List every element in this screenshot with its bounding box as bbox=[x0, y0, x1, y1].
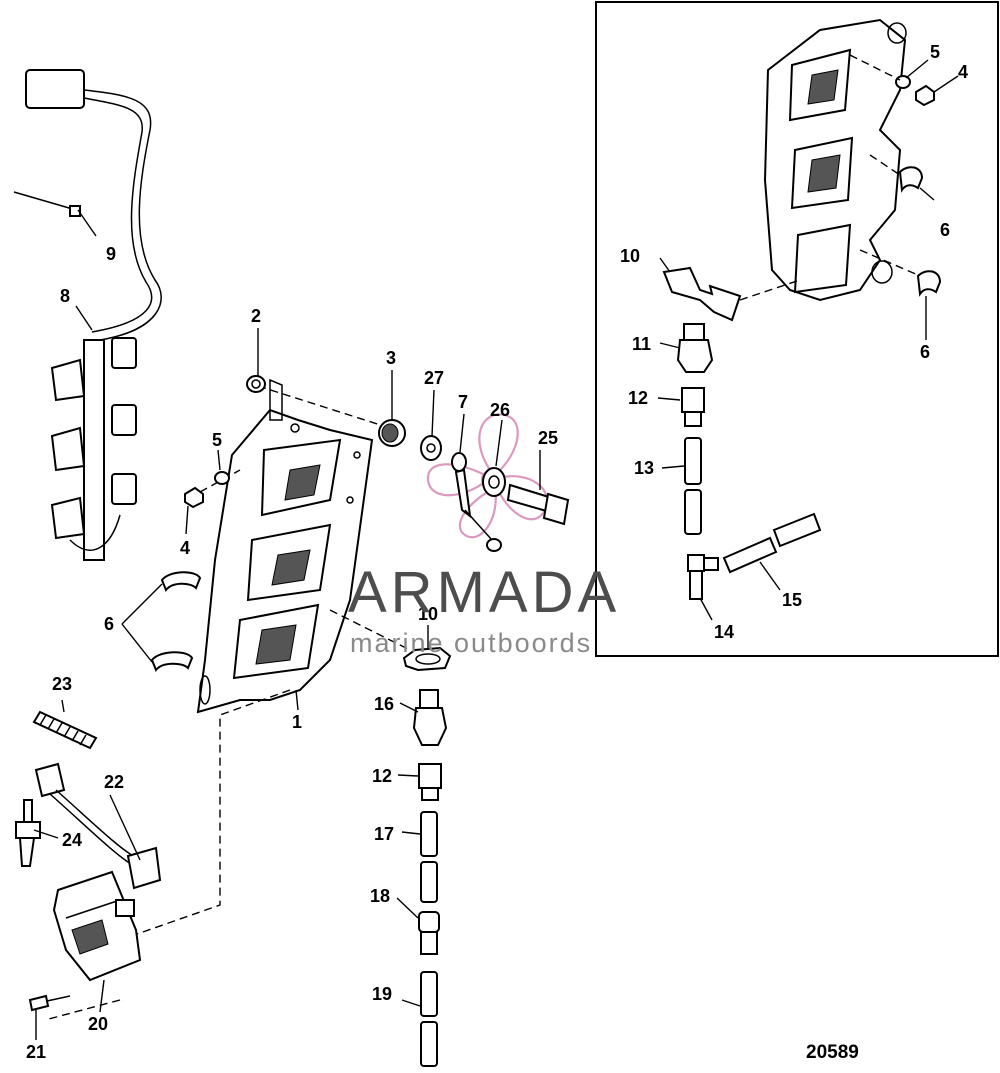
inset-callout-10: 10 bbox=[620, 246, 640, 266]
part-bolt-21 bbox=[28, 994, 71, 1012]
part-spark-plug-lead-22 bbox=[34, 762, 162, 890]
part-fitting-18 bbox=[418, 911, 440, 955]
callout-12: 12 bbox=[372, 766, 392, 786]
coil-mounting-plate bbox=[196, 378, 374, 714]
callout-17: 17 bbox=[374, 824, 394, 844]
callout-9: 9 bbox=[106, 244, 116, 264]
inset-callout-13: 13 bbox=[634, 458, 654, 478]
callout-20: 20 bbox=[88, 1014, 108, 1034]
inset-callout-6-upper: 6 bbox=[940, 220, 950, 240]
part-retainer-10 bbox=[402, 646, 452, 672]
inset-mounting-plate bbox=[763, 18, 907, 302]
callout-6: 6 bbox=[104, 614, 114, 634]
part-bolt-25 bbox=[506, 483, 570, 526]
callout-24: 24 bbox=[62, 830, 82, 850]
part-pressure-sensor-16 bbox=[412, 689, 448, 746]
callout-3: 3 bbox=[386, 348, 396, 368]
callout-10: 10 bbox=[418, 604, 438, 624]
part-washer-5 bbox=[214, 471, 230, 485]
callout-4: 4 bbox=[180, 538, 190, 558]
watermark-title: ARMADA bbox=[348, 560, 620, 625]
inset-callout-6-lower: 6 bbox=[920, 342, 930, 362]
part-clamp-6-upper bbox=[160, 571, 202, 593]
callout-5: 5 bbox=[212, 430, 222, 450]
callout-1: 1 bbox=[292, 712, 302, 732]
part-nut-4 bbox=[184, 486, 204, 509]
callout-26: 26 bbox=[490, 400, 510, 420]
inset-callout-4: 4 bbox=[958, 62, 968, 82]
part-spring-23 bbox=[32, 710, 98, 750]
part-fitting-12-main bbox=[418, 763, 442, 801]
inset-callout-5: 5 bbox=[930, 42, 940, 62]
inset-callout-11: 11 bbox=[632, 334, 651, 354]
callouts-inset: 5 4 6 6 10 11 12 13 14 15 bbox=[620, 42, 968, 642]
inset-nut-4 bbox=[915, 84, 935, 107]
callouts-main: 2 3 27 7 26 25 5 4 9 8 6 1 10 16 12 17 1… bbox=[26, 244, 558, 1062]
watermark-subtitle: marine outboords bbox=[350, 628, 592, 658]
watermark-propeller-logo bbox=[426, 413, 549, 539]
callout-25: 25 bbox=[538, 428, 558, 448]
inset-callout-12: 12 bbox=[628, 388, 648, 408]
part-hose-19 bbox=[420, 971, 438, 1067]
part-cable-tie-9 bbox=[13, 191, 81, 217]
part-washer-26 bbox=[482, 467, 506, 497]
inset-frame bbox=[595, 1, 999, 657]
inset-callout-14: 14 bbox=[714, 622, 734, 642]
callout-16: 16 bbox=[374, 694, 394, 714]
callout-8: 8 bbox=[60, 286, 70, 306]
callout-23: 23 bbox=[52, 674, 72, 694]
part-ignition-coil-20 bbox=[52, 870, 142, 982]
inset-washer-5 bbox=[895, 75, 911, 89]
callout-21: 21 bbox=[26, 1042, 46, 1062]
part-grommet-3 bbox=[378, 419, 406, 447]
inset-sensor-11 bbox=[676, 323, 714, 373]
part-hose-17 bbox=[420, 811, 438, 903]
part-ground-lead-7 bbox=[451, 452, 502, 552]
inset-hose-15 bbox=[722, 512, 822, 574]
inset-clamp-6-upper bbox=[898, 166, 924, 193]
callout-18: 18 bbox=[370, 886, 390, 906]
part-spark-plug-24 bbox=[15, 799, 41, 867]
figure-id: 20589 bbox=[806, 1042, 859, 1063]
callout-2: 2 bbox=[251, 306, 261, 326]
part-clamp-6-lower bbox=[150, 651, 194, 673]
inset-callout-15: 15 bbox=[782, 590, 802, 610]
inset-hose-13 bbox=[684, 437, 702, 535]
callout-22: 22 bbox=[104, 772, 124, 792]
part-wiring-harness-8 bbox=[25, 69, 162, 561]
callout-7: 7 bbox=[458, 392, 468, 412]
part-washer-27 bbox=[420, 435, 442, 461]
callout-27: 27 bbox=[424, 368, 444, 388]
inset-fitting-12 bbox=[681, 387, 705, 427]
leader-lines bbox=[33, 59, 959, 1040]
inset-clamp-6-lower bbox=[916, 270, 942, 297]
inset-retainer-10 bbox=[662, 266, 742, 322]
part-grommet-2 bbox=[246, 375, 266, 393]
inset-tee-14 bbox=[687, 554, 719, 600]
callout-19: 19 bbox=[372, 984, 392, 1004]
